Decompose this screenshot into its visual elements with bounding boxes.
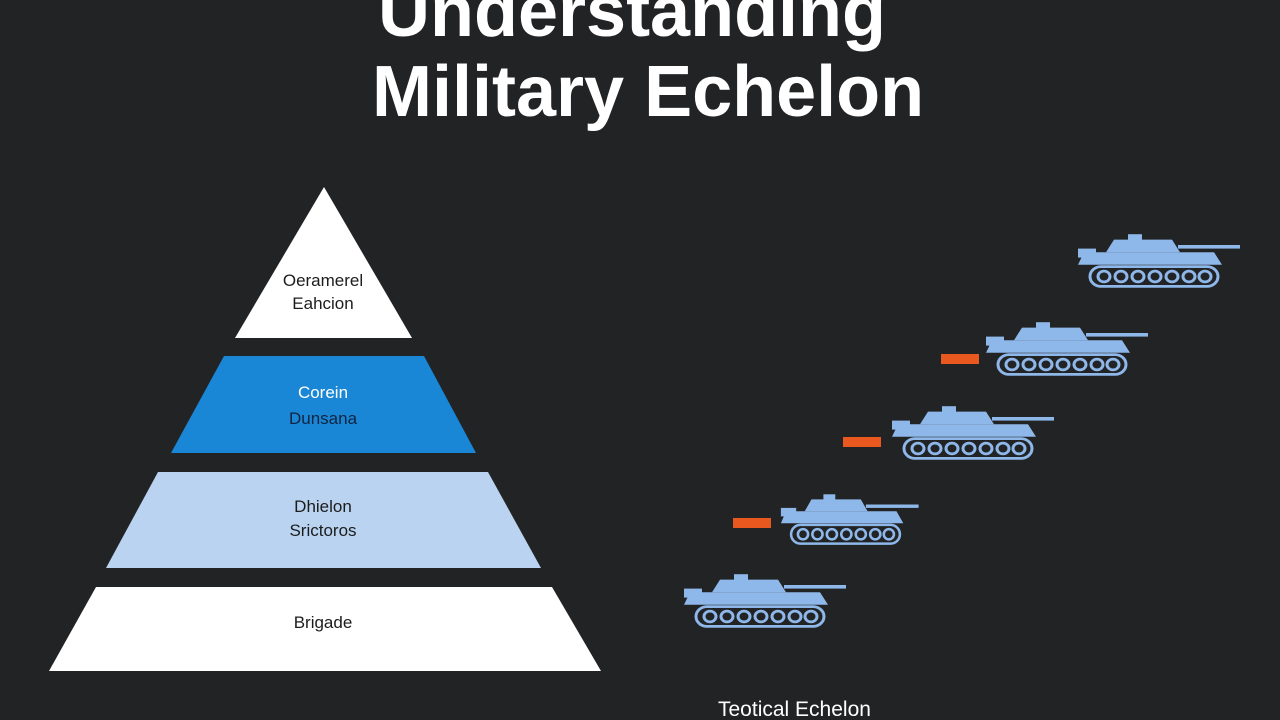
pyramid-tier-4: Brigade bbox=[49, 587, 601, 671]
pyramid-tier-2: Corein Dunsana bbox=[171, 356, 476, 453]
echelon-pyramid: Oeramerel Eahcion Corein Dunsana Dhielon… bbox=[49, 187, 601, 671]
pyramid-tier-4-shape bbox=[49, 587, 601, 671]
pyramid-tier-3-shape bbox=[106, 472, 541, 568]
title-line-2: Military Echelon bbox=[372, 52, 925, 132]
tactical-echelon-caption: Teotical Echelon bbox=[718, 698, 871, 720]
pyramid-tier-4-label-line-1: Brigade bbox=[294, 613, 353, 632]
page-title: Understanding Military Echelon bbox=[0, 0, 1280, 130]
pyramid-tier-3: Dhielon Srictoros bbox=[106, 472, 541, 568]
title-line-1: Understanding bbox=[378, 0, 887, 52]
pyramid-tier-2-shape bbox=[171, 356, 476, 453]
pyramid-tier-2-label-line-2: Dunsana bbox=[289, 409, 358, 428]
pyramid-tier-1-shape bbox=[235, 187, 412, 338]
tank-2 bbox=[984, 320, 1150, 376]
pyramid-tier-3-label-line-2: Srictoros bbox=[289, 521, 356, 540]
pyramid-tier-1-label-line-2: Eahcion bbox=[292, 294, 353, 313]
tank-3-marker bbox=[843, 437, 881, 447]
tank-4-marker bbox=[733, 518, 771, 528]
pyramid-tier-3-label-line-1: Dhielon bbox=[294, 497, 352, 516]
pyramid-tier-2-label-line-1: Corein bbox=[298, 383, 348, 402]
pyramid-tier-1-label-line-1: Oeramerel bbox=[283, 271, 363, 290]
tank-4 bbox=[779, 493, 920, 545]
pyramid-tier-1: Oeramerel Eahcion bbox=[235, 187, 412, 338]
tank-1 bbox=[1076, 232, 1242, 288]
tank-2-marker bbox=[941, 354, 979, 364]
tank-3 bbox=[890, 404, 1056, 460]
tactical-echelon-tanks bbox=[682, 232, 1242, 628]
tank-5 bbox=[682, 572, 848, 628]
